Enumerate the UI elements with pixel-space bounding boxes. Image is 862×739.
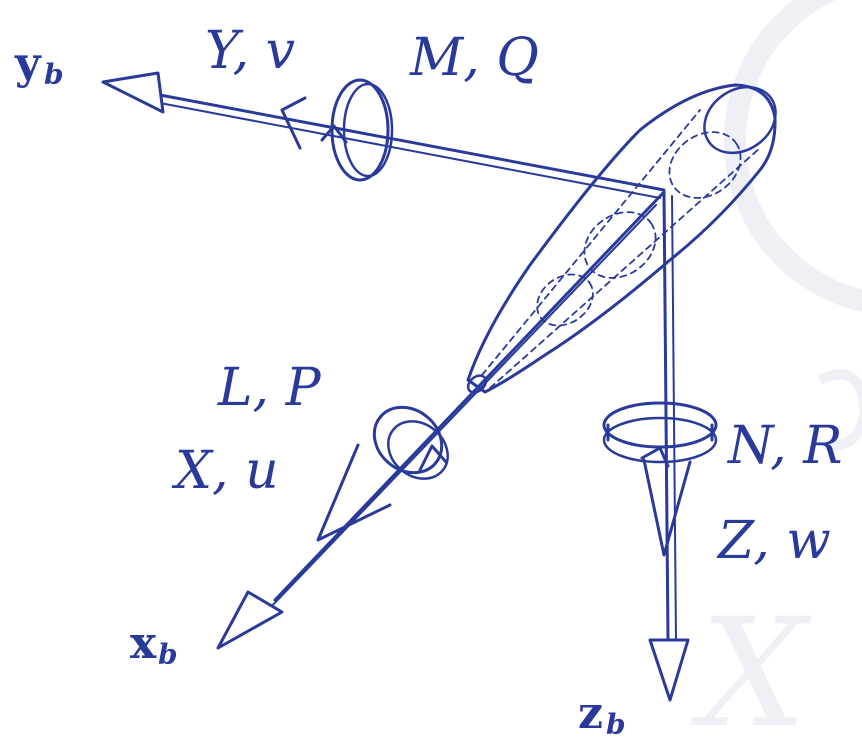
watermark: X (690, 0, 862, 739)
z-moment-label: N, R (726, 416, 842, 476)
y-axis (101, 71, 666, 199)
x-force-label: X, u (171, 441, 279, 501)
z-axis-subscript: b (606, 708, 626, 739)
z-axis (602, 190, 718, 702)
watermark-arc (724, 0, 862, 312)
y-moment-label: M, Q (409, 28, 539, 88)
x-axis-name: x (130, 618, 157, 669)
z-force-label: Z, w (716, 511, 831, 571)
vehicle-hull (466, 83, 777, 394)
y-force-label: Y, v (205, 21, 295, 81)
y-axis-subscript: b (44, 58, 64, 91)
x-axis-subscript: b (158, 638, 178, 671)
x-moment-label: L, P (217, 358, 322, 418)
watermark-letter: X (690, 587, 812, 739)
y-axis-name: y (14, 38, 42, 89)
z-axis-name: z (578, 688, 603, 739)
watermark-curl (817, 369, 862, 451)
labels: y b Y, v M, Q x b X, u L, P z b Z, w N, … (14, 21, 842, 739)
x-axis (216, 190, 666, 650)
